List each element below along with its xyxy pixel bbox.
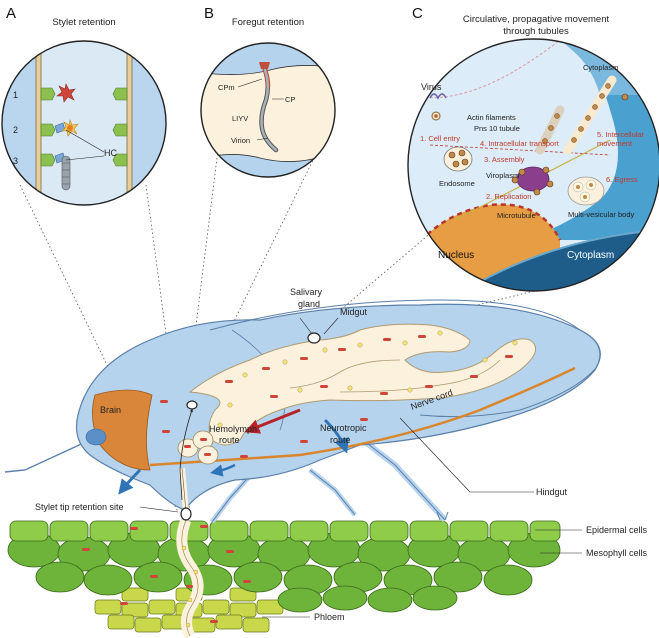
cpm-receptor <box>259 62 270 69</box>
gut <box>188 323 537 446</box>
neurotropic-arrow-1 <box>323 418 349 454</box>
virion-label: Virion <box>231 136 250 145</box>
row-number-2: 2 <box>13 125 18 135</box>
cpm-label: CPm <box>218 83 235 92</box>
brain-label: Brain <box>100 405 121 415</box>
foregut-circle <box>201 43 335 177</box>
pns10-label: Pns 10 tubule <box>474 124 520 133</box>
plant-tissue: Epidermal cells Mesophyll cells Phloem <box>7 517 648 638</box>
endosome <box>443 146 473 172</box>
row-number-3: 3 <box>13 156 18 166</box>
hemolymph-arrow <box>244 408 301 434</box>
insect-wing <box>209 299 601 418</box>
panel-c: C Circulative, propagative movement thro… <box>407 5 659 292</box>
panel-c-title-1: Circulative, propagative movement <box>463 14 610 25</box>
midgut-ring <box>307 332 321 344</box>
panel-c-title-2: through tubules <box>503 26 569 37</box>
cp-label: CP <box>285 95 295 104</box>
hc-leader-1 <box>65 129 105 153</box>
panel-b-letter: B <box>204 5 214 22</box>
neurotropic-arrow-2 <box>210 463 236 477</box>
receptor-right-2 <box>112 123 128 137</box>
hemolymph-label-2: route <box>219 435 240 445</box>
step-4: 4. Intracellular transport <box>480 139 560 148</box>
receptor-right-1 <box>112 87 128 101</box>
phloem-cells <box>94 587 284 633</box>
stylet-tip-label: Stylet tip retention site <box>35 502 124 512</box>
virion-chain <box>61 155 71 191</box>
mesophyll-label: Mesophyll cells <box>586 548 648 558</box>
virus-entry <box>429 93 447 121</box>
panel-b-title: Foregut retention <box>232 17 304 28</box>
panel-c-border <box>407 38 659 292</box>
panel-c-letter: C <box>412 5 423 22</box>
step-3: 3. Assembly <box>484 155 525 164</box>
neurotropic-label-1: Neurotropic <box>320 423 367 433</box>
step-6: 6. Egress <box>606 175 638 184</box>
multi-vesicular-body <box>567 176 605 206</box>
virus-particle-free <box>56 83 76 103</box>
antenna <box>4 439 91 473</box>
step-5-line2: movement <box>597 139 633 148</box>
pns10-tubules <box>535 75 629 155</box>
stylet-outer-right <box>132 41 166 205</box>
cytoplasm-bottom-label: Cytoplasm <box>567 250 614 261</box>
nucleus-label: Nucleus <box>438 250 474 261</box>
microtubule-label: Microtubule <box>497 211 536 220</box>
cytoplasm-top-label: Cytoplasm <box>583 63 618 72</box>
panel-a-title: Stylet retention <box>52 17 115 28</box>
receptor-left-1 <box>40 87 56 101</box>
stylet-arrow <box>179 408 193 501</box>
stylet-outer-left <box>2 41 36 205</box>
stylet-wall-right <box>126 41 133 205</box>
mvb-label: Multi-vesicular body <box>568 210 635 219</box>
mesophyll-cells <box>7 532 561 613</box>
row-number-1: 1 <box>13 90 18 100</box>
actin-filaments <box>429 144 611 156</box>
step-1: 1. Cell entry <box>420 134 460 143</box>
viroplasm <box>511 166 554 196</box>
receptor-left-3 <box>40 153 56 167</box>
viroplasm-label: Viroplasm <box>486 171 519 180</box>
stylet-tip <box>180 507 192 521</box>
stylet-wall-left <box>35 41 42 205</box>
epidermal-cells <box>9 520 561 542</box>
insect-silhouette <box>75 303 601 511</box>
salivary-label-2: gland <box>298 299 320 309</box>
plant-virus-particles <box>82 525 251 628</box>
neurotropic-label-2: route <box>330 435 351 445</box>
foregut-ring <box>186 400 198 410</box>
phloem-label: Phloem <box>314 612 345 622</box>
virus-particle-bound <box>61 118 79 137</box>
hindgut-label: Hindgut <box>536 487 568 497</box>
panel-a-letter: A <box>6 5 16 22</box>
endosome-label: Endosome <box>439 179 475 188</box>
hemolymph-label-1: Hemolymph <box>209 424 257 434</box>
eye <box>85 428 107 446</box>
midgut-label: Midgut <box>340 307 368 317</box>
virus-label: Virus <box>421 82 442 92</box>
neurotropic-arrow-3 <box>118 468 142 495</box>
panel-a: A Stylet retention <box>1 5 167 206</box>
epidermal-label: Epidermal cells <box>586 525 648 535</box>
receptor-right-3 <box>112 153 128 167</box>
step-5-line1: 5. Intercellular <box>597 130 645 139</box>
liyv-label: LIYV <box>232 114 248 123</box>
actin-label: Actin filaments <box>467 113 516 122</box>
salivary-label-1: Salivary <box>290 287 323 297</box>
panel-a-border <box>1 40 167 206</box>
step-2: 2. Replication <box>486 192 531 201</box>
insect-virus-particles <box>160 330 518 458</box>
insect-body: Salivary gland Midgut Brain Hemolymph ro… <box>4 287 601 524</box>
hc-leader-2 <box>65 155 105 161</box>
panel-b-border <box>200 42 336 178</box>
receptor-left-2 <box>40 123 56 137</box>
nerve-cord <box>149 366 576 467</box>
hc-label: HC <box>104 148 117 158</box>
